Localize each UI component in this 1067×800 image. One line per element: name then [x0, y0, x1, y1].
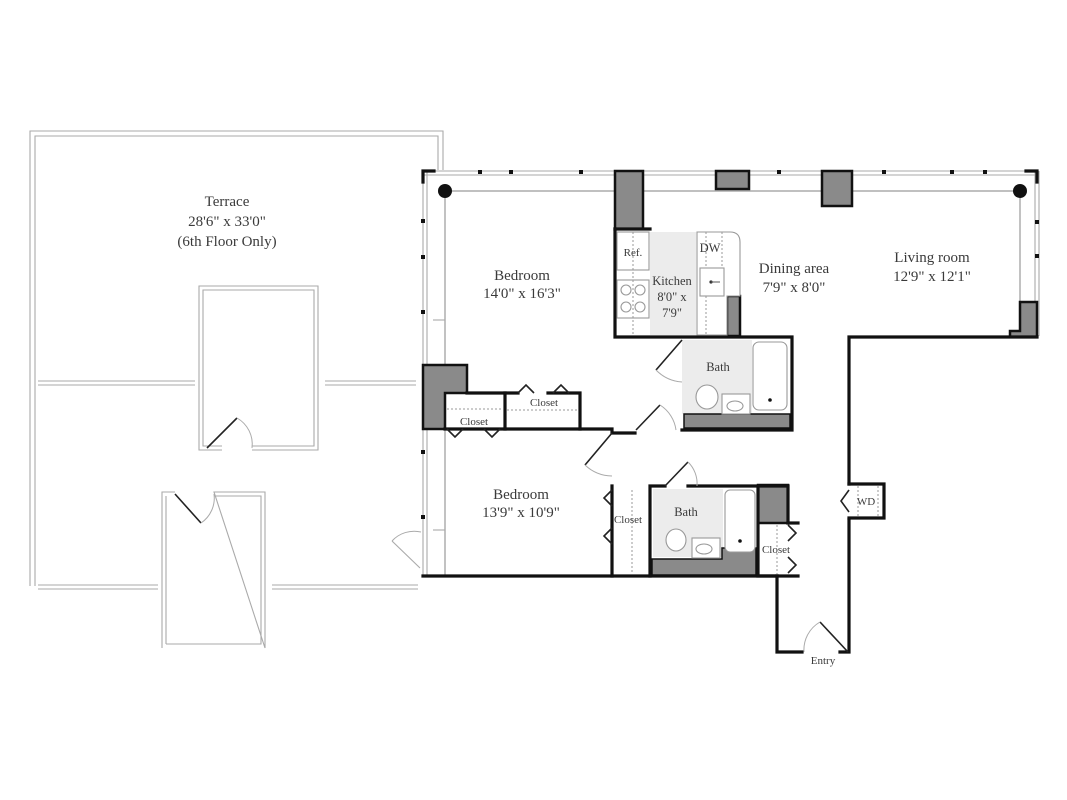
door [206, 417, 238, 449]
structural-column [1008, 300, 1039, 339]
terrace-note: (6th Floor Only) [177, 234, 276, 250]
terrace-area: Terrace 28'6" x 33'0" (6th Floor Only) [29, 130, 444, 649]
structural-column [613, 169, 645, 231]
washer-dryer-label: WD [857, 496, 875, 508]
kitchen-label: Kitchen [652, 274, 692, 288]
kitchen-dimensions-2: 7'9" [662, 306, 682, 320]
bedroom-1-dimensions: 14'0" x 16'3" [483, 286, 561, 302]
bathtub [724, 489, 756, 553]
bedroom-2-label: Bedroom [493, 487, 549, 503]
bedroom-1-label: Bedroom [494, 268, 550, 284]
closet-label: Closet [762, 544, 790, 556]
closet-bedroom-2: Closet [602, 489, 642, 574]
apartment-shell [421, 169, 1040, 654]
column-icon [438, 184, 452, 198]
living-room-label: Living room [894, 250, 970, 266]
washer-dryer: WD [840, 486, 879, 516]
toilet [695, 384, 719, 410]
terrace-door [391, 530, 422, 569]
structural-column [714, 169, 751, 191]
dining-area-label: Dining area [759, 261, 830, 277]
closet-label: Closet [460, 416, 488, 428]
closet-label: Closet [530, 397, 558, 409]
toilet [665, 528, 687, 552]
structural-column [421, 363, 469, 431]
terrace-structure-upper [198, 285, 319, 451]
bath-2-label: Bath [674, 505, 698, 519]
terrace-structure-lower [161, 491, 266, 649]
terrace-label: Terrace [205, 194, 250, 210]
living-room-dimensions: 12'9" x 12'1" [893, 269, 971, 285]
closets-bedroom-1: Closet Closet [446, 383, 578, 439]
bath-2: Bath [651, 461, 757, 576]
structural-column [756, 483, 790, 525]
column-icon [1013, 184, 1027, 198]
entry-door: Entry [803, 621, 849, 667]
kitchen-dimensions: 8'0" x [657, 290, 687, 304]
dining-area-dimensions: 7'9" x 8'0" [763, 280, 826, 296]
bathtub [752, 341, 788, 411]
closet-label: Closet [614, 514, 642, 526]
bedroom-2-dimensions: 13'9" x 10'9" [482, 505, 560, 521]
bath-1-label: Bath [706, 360, 730, 374]
kitchen: Ref. DW Kitchen 8'0" x 7'9" [616, 231, 741, 336]
dishwasher-label: DW [700, 241, 721, 255]
structural-column [820, 169, 854, 208]
entry-label: Entry [811, 655, 836, 667]
structural-column [725, 294, 742, 338]
terrace-dimensions: 28'6" x 33'0" [188, 214, 266, 230]
closet-bath-2: Closet [762, 521, 800, 574]
bath-1: Bath [655, 339, 791, 429]
